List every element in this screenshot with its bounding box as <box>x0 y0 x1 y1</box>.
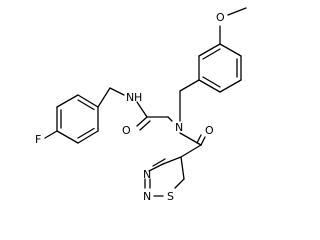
tertiary-nitrogen-label: N <box>175 121 183 134</box>
bond <box>136 116 148 127</box>
bond <box>174 178 185 189</box>
bond <box>139 120 151 131</box>
carbonyl-oxygen-label: O <box>205 124 214 137</box>
amide-hydrogen-label: H <box>134 91 142 104</box>
bond-inner <box>202 76 221 88</box>
bond-inner <box>77 99 95 111</box>
ring-nitrogen-2-label: N <box>143 190 151 203</box>
bond-inner <box>152 158 166 167</box>
sulfur-label: S <box>167 190 174 203</box>
bond <box>198 79 221 93</box>
bond <box>56 94 79 108</box>
bond <box>44 130 58 139</box>
ring-nitrogen-3-label: N <box>143 168 151 181</box>
methoxyphenyl-ring <box>198 43 242 93</box>
bond <box>167 116 173 122</box>
bond <box>148 163 164 172</box>
amide-nitrogen-label: N <box>126 91 134 104</box>
bond <box>219 79 242 93</box>
bond <box>179 132 202 146</box>
methoxy-oxygen-label: O <box>216 11 225 24</box>
bond <box>200 136 206 146</box>
bond <box>219 43 242 57</box>
bond-inner <box>202 48 221 60</box>
bond-inner <box>77 127 95 139</box>
bond <box>162 156 182 165</box>
bond <box>56 130 79 144</box>
bond <box>77 130 99 144</box>
bond <box>196 134 202 144</box>
bond <box>180 144 202 158</box>
thiadiazole-ring <box>144 156 185 197</box>
bond <box>198 43 221 57</box>
structure-canvas: F N H O N O O N N S <box>35 7 247 203</box>
bond <box>180 156 185 180</box>
bond <box>77 94 99 108</box>
bond <box>136 101 148 118</box>
fluorophenyl-ring <box>56 94 99 144</box>
amide-oxygen-label: O <box>122 124 131 137</box>
bond <box>227 7 247 16</box>
fluorine-label: F <box>35 133 41 146</box>
bond <box>97 87 111 108</box>
bond <box>109 87 125 96</box>
bond <box>179 79 200 92</box>
